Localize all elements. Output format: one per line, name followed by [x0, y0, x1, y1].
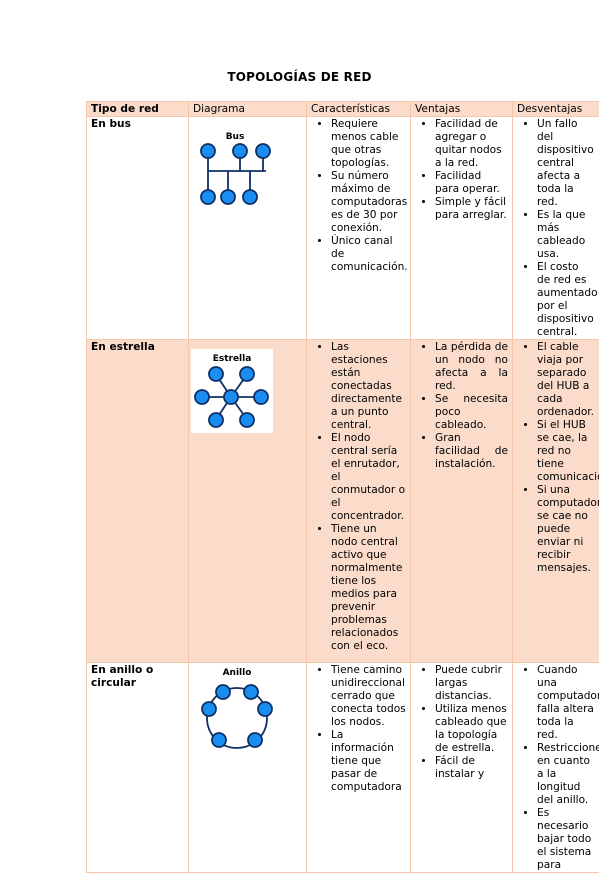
node-icon: [201, 190, 215, 204]
node-icon: [221, 190, 235, 204]
node-icon: [209, 413, 223, 427]
list-item: Único canal de comunicación.: [331, 235, 406, 274]
header-type: Tipo de red: [87, 102, 189, 117]
list-item: Fácil de instalar y: [435, 755, 508, 781]
star-topology-icon: Estrella: [191, 349, 273, 433]
bus-topology-icon: Bus: [193, 119, 273, 209]
row-features: Las estaciones están conectadas directam…: [307, 340, 411, 663]
list-item: Puede cubrir largas distancias.: [435, 664, 508, 703]
node-icon: [209, 367, 223, 381]
header-features: Características: [307, 102, 411, 117]
node-icon: [201, 144, 215, 158]
list-item: El cable viaja por separado del HUB a ca…: [537, 341, 595, 419]
row-type: En bus: [87, 117, 189, 340]
row-advantages: Facilidad de agregar o quitar nodos a la…: [411, 117, 513, 340]
row-type: En estrella: [87, 340, 189, 663]
node-icon: [254, 390, 268, 404]
node-icon: [258, 702, 272, 716]
row-diagram: Anillo: [189, 663, 307, 873]
list-item: La pérdida de un nodo no afecta a la red…: [435, 341, 508, 393]
ring-topology-icon: Anillo: [193, 665, 277, 755]
node-icon: [202, 702, 216, 716]
diagram-label: Estrella: [213, 354, 252, 364]
list-item: Cuando una computadora falla altera toda…: [537, 664, 595, 742]
row-type: En anillo o circular: [87, 663, 189, 873]
list-item: Utiliza menos cableado que la topología …: [435, 703, 508, 755]
list-item: Tiene un nodo central activo que normalm…: [331, 523, 406, 653]
table-row: En anillo o circular Anillo: [87, 663, 599, 873]
node-icon: [243, 190, 257, 204]
list-item: Requiere menos cable que otras topología…: [331, 118, 406, 170]
list-item: Es la que más cableado usa.: [537, 209, 595, 261]
row-features: Requiere menos cable que otras topología…: [307, 117, 411, 340]
list-item: Se necesita poco cableado.: [435, 393, 508, 432]
node-icon: [195, 390, 209, 404]
list-item: Gran facilidad de instalación.: [435, 432, 508, 471]
node-icon: [244, 685, 258, 699]
node-icon: [233, 144, 247, 158]
row-disadvantages: Cuando una computadora falla altera toda…: [513, 663, 599, 873]
node-icon: [240, 413, 254, 427]
list-item: Si una computadora se cae no puede envia…: [537, 484, 595, 575]
page-title: TOPOLOGÍAS DE RED: [0, 70, 599, 84]
node-icon: [212, 733, 226, 747]
topology-table: Tipo de red Diagrama Características Ven…: [86, 101, 599, 873]
header-diagram: Diagrama: [189, 102, 307, 117]
list-item: Es necesario bajar todo el sistema para: [537, 807, 595, 872]
node-icon: [224, 390, 238, 404]
list-item: Restricciones en cuanto a la longitud de…: [537, 742, 595, 807]
node-icon: [240, 367, 254, 381]
row-diagram: Bus: [189, 117, 307, 340]
row-disadvantages: El cable viaja por separado del HUB a ca…: [513, 340, 599, 663]
header-advantages: Ventajas: [411, 102, 513, 117]
list-item: La información tiene que pasar de comput…: [331, 729, 406, 794]
list-item: Si el HUB se cae, la red no tiene comuni…: [537, 419, 595, 484]
list-item: Un fallo del dispositivo central afecta …: [537, 118, 595, 209]
list-item: Las estaciones están conectadas directam…: [331, 341, 406, 432]
node-icon: [248, 733, 262, 747]
row-advantages: Puede cubrir largas distancias. Utiliza …: [411, 663, 513, 873]
node-icon: [256, 144, 270, 158]
table-row: En estrella Estrella: [87, 340, 599, 663]
node-icon: [216, 685, 230, 699]
row-advantages: La pérdida de un nodo no afecta a la red…: [411, 340, 513, 663]
table-header-row: Tipo de red Diagrama Características Ven…: [87, 102, 599, 117]
diagram-label: Anillo: [223, 668, 252, 678]
list-item: Tiene camino unidireccional cerrado que …: [331, 664, 406, 729]
list-item: Facilidad de agregar o quitar nodos a la…: [435, 118, 508, 170]
row-diagram: Estrella: [189, 340, 307, 663]
row-features: Tiene camino unidireccional cerrado que …: [307, 663, 411, 873]
list-item: El nodo central sería el enrutador, el c…: [331, 432, 406, 523]
row-disadvantages: Un fallo del dispositivo central afecta …: [513, 117, 599, 340]
list-item: Facilidad para operar.: [435, 170, 508, 196]
list-item: El costo de red es aumentado por el disp…: [537, 261, 595, 339]
header-disadvantages: Desventajas: [513, 102, 599, 117]
table-row: En bus Bus: [87, 117, 599, 340]
list-item: Simple y fácil para arreglar.: [435, 196, 508, 222]
list-item: Su número máximo de computadoras es de 3…: [331, 170, 406, 235]
diagram-label: Bus: [226, 132, 245, 142]
